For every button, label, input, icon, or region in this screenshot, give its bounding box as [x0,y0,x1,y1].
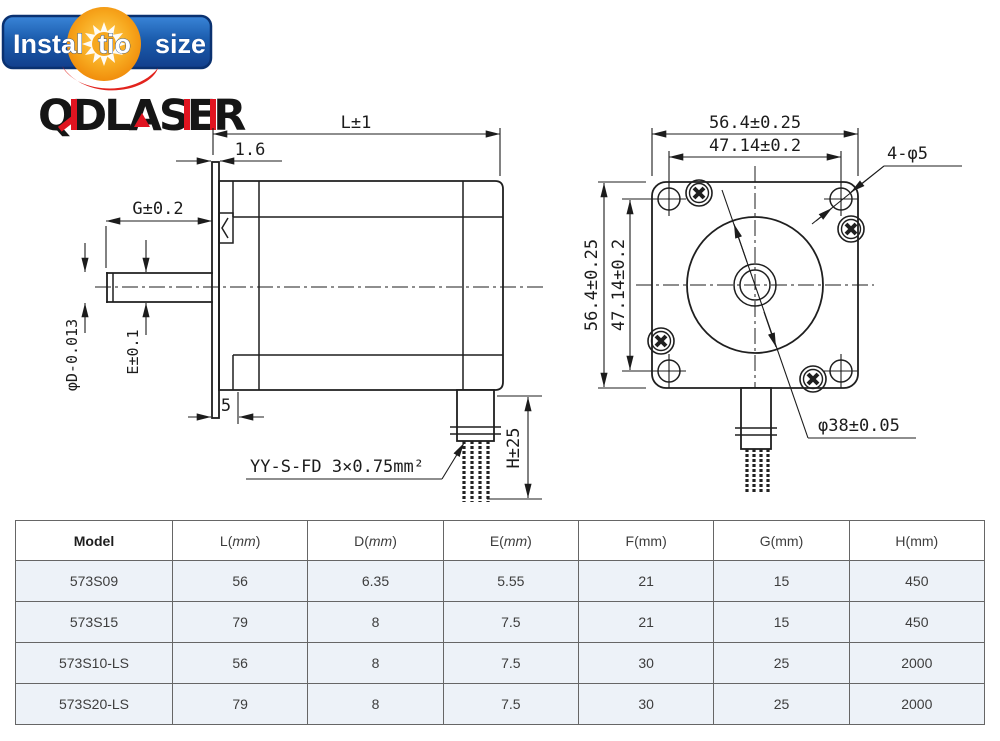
technical-drawing: L±1 1.6 G±0.2 E±0.1 φD-0.013 5 YY-S-FD 3… [63,113,962,502]
table-cell: 8 [307,642,444,684]
side-view-drawing: L±1 1.6 G±0.2 E±0.1 φD-0.013 5 YY-S-FD 3… [63,113,545,502]
dim-label-flange: 1.6 [235,140,266,160]
table-cell: 8 [307,601,444,643]
table-cell: 5.55 [442,560,579,602]
table-cell: 79 [171,601,309,643]
front-view-drawing: 56.4±0.25 47.14±0.2 56.4±0.25 47.14±0.2 … [582,113,962,492]
table-cell: 573S09 [15,560,173,602]
table-cell: 573S15 [15,601,173,643]
table-cell: 7.5 [442,642,579,684]
cable-wires [745,449,770,492]
column-header: F(mm) [577,520,715,561]
dim-label-h: H±25 [504,428,524,469]
dim-label-body-width: 56.4±0.25 [709,113,801,133]
logo-accent [210,99,216,130]
column-header: Model [15,520,173,561]
cable-wires [462,441,490,502]
column-header: H(mm) [848,520,986,561]
table-cell: 79 [171,683,309,725]
dim-label-hole-spacing-v: 47.14±0.2 [609,239,629,331]
column-header: D(mm) [307,520,444,561]
table-cell: 56 [171,560,309,602]
badge-text-size: size [155,29,206,59]
table-cell: 8 [307,683,444,725]
dim-label-body-height: 56.4±0.25 [582,239,602,331]
mounting-holes [652,182,858,388]
installation-size-badge: Instal tio size [1,7,213,91]
logo-accent [71,99,77,130]
dim-label-length: L±1 [341,113,372,133]
logo-accent [184,99,190,130]
table-cell: 15 [713,560,850,602]
sun-icon [67,7,141,81]
table-cell: 30 [577,642,715,684]
qdlaser-logo: QDLASER [38,94,248,142]
dim-label-g: G±0.2 [132,199,183,219]
table-cell: 450 [848,560,986,602]
dim-label-e: E±0.1 [124,329,142,374]
column-header: E(mm) [442,520,579,561]
dim-label-mount-holes: 4-φ5 [887,144,928,164]
table-cell: 25 [713,642,850,684]
table-cell: 6.35 [307,560,444,602]
table-cell: 15 [713,601,850,643]
table-cell: 450 [848,601,986,643]
logo-accent [134,113,150,127]
table-cell: 7.5 [442,683,579,725]
table-cell: 573S10-LS [15,642,173,684]
dim-label-5: 5 [221,396,231,416]
dim-label-d: φD-0.013 [63,319,81,391]
table-cell: 21 [577,560,715,602]
table-cell: 573S20-LS [15,683,173,725]
table-cell: 2000 [848,683,986,725]
column-header: L(mm) [171,520,309,561]
screw-heads [647,179,865,393]
dim-label-pilot-dia: φ38±0.05 [818,416,900,436]
dim-label-hole-spacing-h: 47.14±0.2 [709,136,801,156]
badge-text-instal: Instal [13,29,84,59]
table-cell: 2000 [848,642,986,684]
badge-text-tio: tio [98,29,131,59]
table-cell: 21 [577,601,715,643]
cable-spec-label: YY-S-FD 3×0.75mm² [250,457,424,477]
column-header: G(mm) [713,520,850,561]
table-cell: 30 [577,683,715,725]
table-cell: 7.5 [442,601,579,643]
table-cell: 56 [171,642,309,684]
table-cell: 25 [713,683,850,725]
